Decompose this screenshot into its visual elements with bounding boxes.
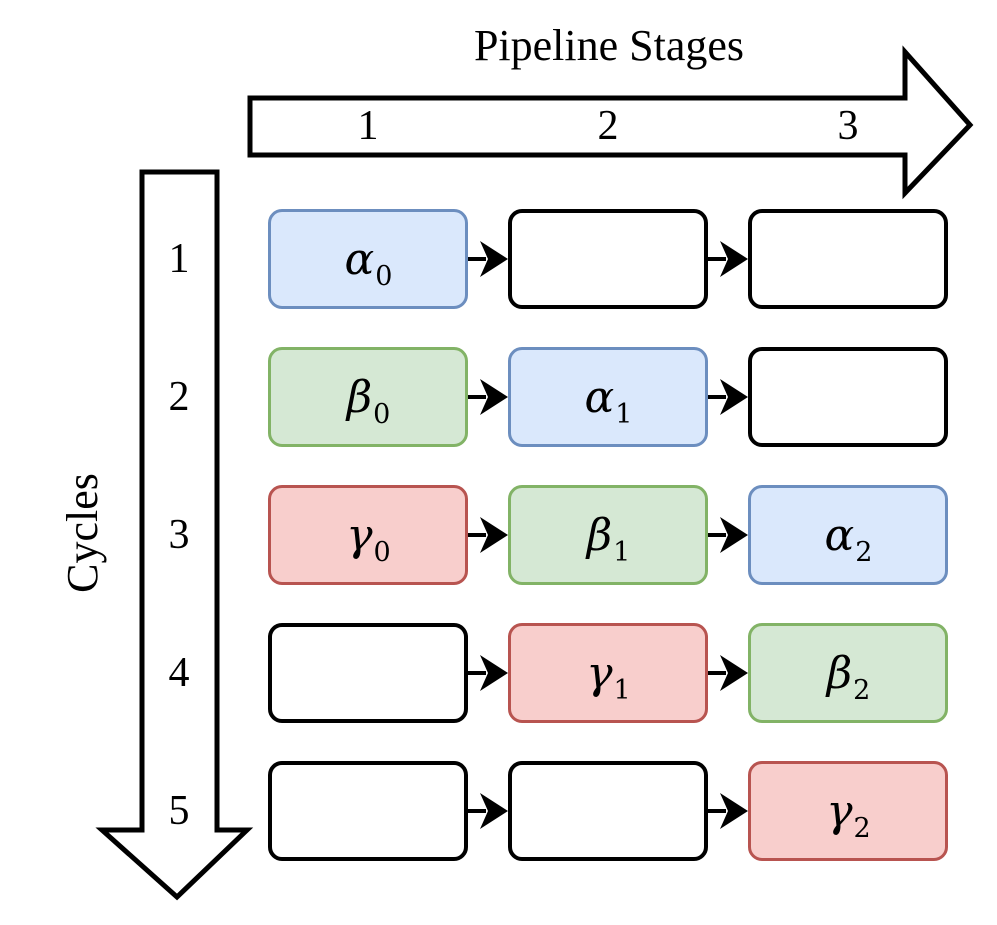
task-label: γ0 (346, 509, 391, 568)
cycle-number-4: 4 (168, 650, 190, 696)
task-label: γ1 (586, 647, 631, 706)
stage-box-c1s1: α0 (268, 209, 468, 309)
stage-box-c2s1: β0 (268, 347, 468, 447)
stage-box-c1s3 (748, 209, 948, 309)
stage-box-c2s2: α1 (508, 347, 708, 447)
stage-box-c4s2: γ1 (508, 623, 708, 723)
task-label: β1 (586, 509, 631, 568)
stage-box-c1s2 (508, 209, 708, 309)
stage-number-2: 2 (597, 103, 619, 149)
flow-arrow-icon (708, 241, 748, 277)
task-label: γ2 (826, 785, 871, 844)
stage-box-c2s3 (748, 347, 948, 447)
flow-arrow-icon (468, 241, 508, 277)
flow-arrow-icon (468, 517, 508, 553)
stage-box-c4s1 (268, 623, 468, 723)
flow-arrow-icon (708, 517, 748, 553)
cycles-title: Cycles (58, 473, 107, 593)
stage-box-c3s2: β1 (508, 485, 708, 585)
task-label: α2 (824, 509, 873, 568)
stage-box-c5s3: γ2 (748, 761, 948, 861)
stage-number-3: 3 (837, 103, 859, 149)
task-label: α1 (584, 371, 633, 430)
cycle-number-5: 5 (168, 788, 190, 834)
pipeline-stages-title: Pipeline Stages (473, 21, 745, 70)
stage-box-c3s1: γ0 (268, 485, 468, 585)
task-label: α0 (344, 233, 393, 292)
cycle-number-3: 3 (168, 512, 190, 558)
flow-arrow-icon (708, 379, 748, 415)
task-label: β0 (346, 371, 391, 430)
flow-arrow-icon (468, 379, 508, 415)
task-label: β2 (826, 647, 871, 706)
stage-number-1: 1 (357, 103, 379, 149)
stage-box-c4s3: β2 (748, 623, 948, 723)
flow-arrow-icon (468, 655, 508, 691)
cycle-number-1: 1 (168, 236, 190, 282)
flow-arrow-icon (708, 793, 748, 829)
flow-arrow-icon (708, 655, 748, 691)
stage-box-c5s2 (508, 761, 708, 861)
flow-arrow-icon (468, 793, 508, 829)
stage-box-c3s3: α2 (748, 485, 948, 585)
stage-box-c5s1 (268, 761, 468, 861)
cycle-number-2: 2 (168, 374, 190, 420)
